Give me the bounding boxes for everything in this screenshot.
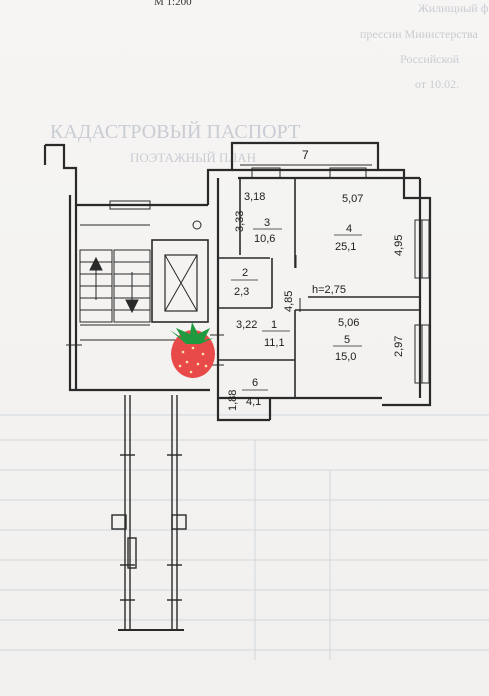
gallery-corridor	[111, 395, 187, 631]
scale-text: М 1:200	[154, 0, 192, 8]
room-3-number: 3	[264, 217, 270, 229]
top-dimension-label: 7	[302, 148, 309, 162]
location-marker-icon	[170, 322, 215, 378]
faint-header-line-3: Российской	[400, 52, 460, 66]
room-1-area: 11,1	[264, 337, 285, 349]
room-4-width: 5,07	[342, 193, 363, 205]
room-4-number: 4	[346, 223, 352, 235]
faint-header-line-2: прессии Министерства	[360, 27, 478, 41]
room-6-area: 4,1	[246, 396, 261, 408]
faint-header-line-1: Жилищный фонд	[418, 1, 489, 15]
room-5-number: 5	[344, 334, 350, 346]
faint-table-lines	[0, 414, 489, 660]
staircase	[79, 220, 210, 341]
elevator-shaft	[151, 239, 209, 323]
ceiling-height-label: h=2,75	[312, 284, 346, 296]
room-3-width: 3,18	[244, 191, 265, 203]
room-2-area: 2,3	[234, 286, 249, 298]
room-1-number: 1	[271, 319, 277, 331]
room-6-number: 6	[252, 377, 258, 389]
room-5-height: 2,97	[393, 336, 405, 357]
room-partitions	[218, 178, 420, 398]
room-3-area: 10,6	[254, 233, 275, 245]
room-4-area: 25,1	[335, 241, 356, 253]
room-6-width: 1,88	[227, 390, 239, 411]
room-1-height: 4,85	[283, 291, 295, 312]
windows	[109, 167, 430, 384]
faint-title: КАДАСТРОВЫЙ ПАСПОРТ	[50, 120, 300, 143]
outer-walls	[43, 141, 432, 422]
room-5-area: 15,0	[335, 351, 356, 363]
room-2-number: 2	[242, 267, 248, 279]
faint-subtitle: ПОЭТАЖНЫЙ ПЛАН	[130, 150, 256, 165]
room-3-height: 3,33	[234, 211, 246, 232]
room-4-height: 4,95	[393, 235, 405, 256]
room-5-width: 5,06	[338, 317, 359, 329]
room-1-width: 3,22	[236, 319, 257, 331]
door-ticks	[66, 255, 301, 366]
faint-header-line-4: от 10.02.	[415, 77, 459, 91]
